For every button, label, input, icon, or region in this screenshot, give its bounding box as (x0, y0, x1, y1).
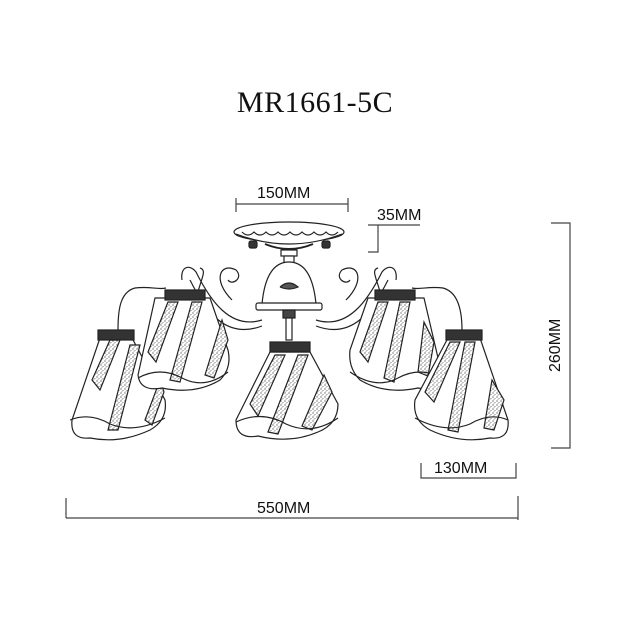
shade-right (349, 289, 443, 391)
total-width-label: 550MM (257, 500, 311, 517)
shade-left (137, 289, 230, 391)
shade-far-right (413, 329, 509, 441)
central-body (255, 261, 323, 341)
dimension-lines (65, 198, 571, 520)
canopy (233, 221, 345, 267)
canopy-height-label: 35MM (377, 207, 422, 224)
chandelier (69, 221, 509, 441)
shade-far-left (69, 329, 167, 441)
shade-center (235, 341, 339, 440)
model-number-title: MR1661-5C (236, 86, 394, 119)
canopy-width-label: 150MM (257, 185, 311, 202)
shade-width-label: 130MM (434, 460, 488, 477)
